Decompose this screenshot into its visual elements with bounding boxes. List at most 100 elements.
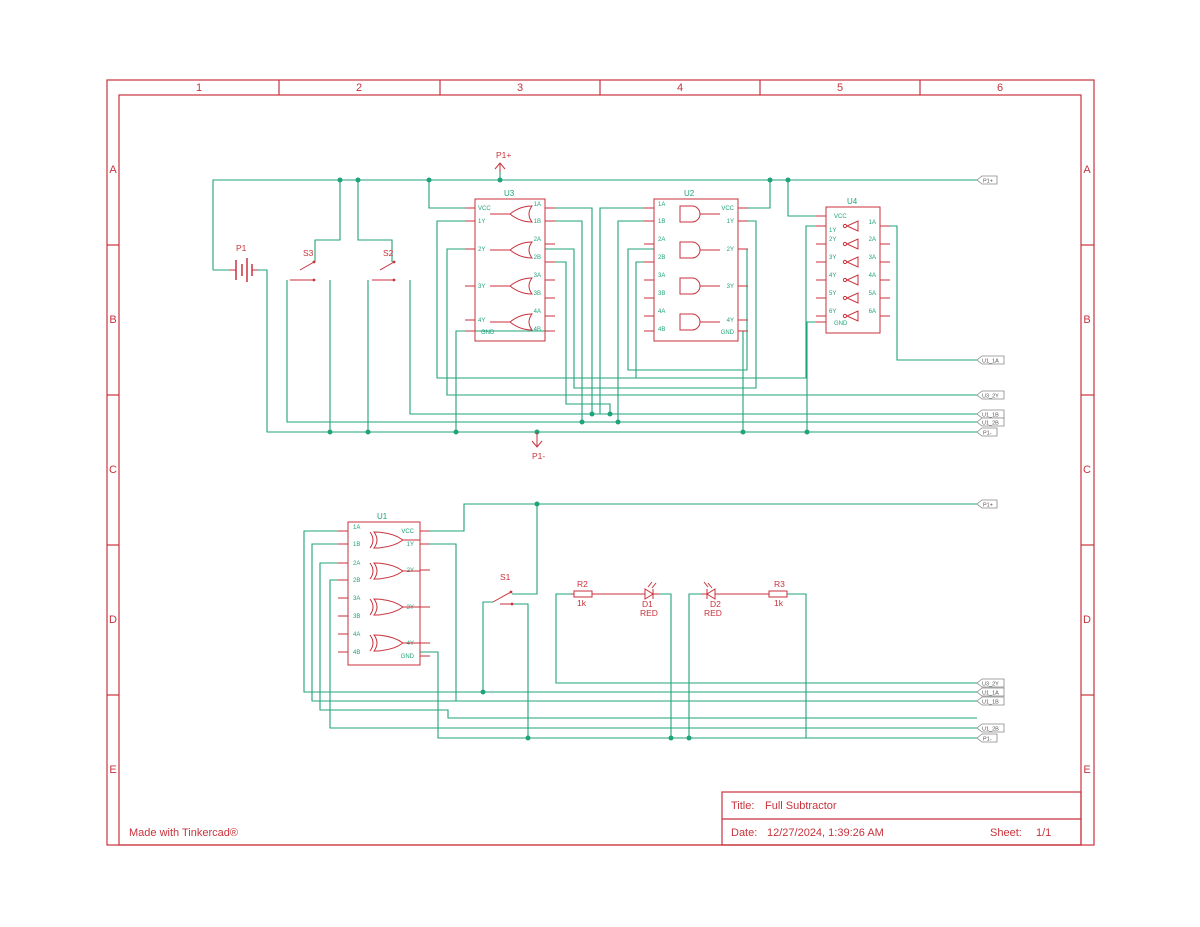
- resistor-value: 1k: [774, 598, 784, 608]
- date-value: 12/27/2024, 1:39:26 AM: [767, 827, 884, 839]
- led-color: RED: [704, 608, 722, 618]
- top-junctions: [327, 177, 810, 435]
- chip-u4: U4 VCC 1Y 2Y 3Y 4Y 5Y 6Y GND 1A 2A 3A 4A…: [816, 197, 890, 334]
- net-port: P1-: [976, 427, 998, 437]
- chip-label-u4: U4: [847, 197, 858, 206]
- sheet-frame: [106, 79, 1095, 846]
- net-port: U1_1B: [976, 409, 1005, 419]
- u4-pin: 5A: [869, 291, 876, 297]
- chip-label-u1: U1: [377, 512, 388, 521]
- u3-pin: 3B: [534, 291, 541, 297]
- u4-pin: 3A: [869, 255, 876, 261]
- column-label: 2: [356, 82, 362, 94]
- u3-pin: 1Y: [478, 219, 485, 225]
- switch-s1: S1: [492, 572, 514, 606]
- u2-pin: 3B: [658, 291, 665, 297]
- resistor-r2: R2 1k: [571, 579, 600, 608]
- u3-pin: VCC: [478, 206, 491, 212]
- column-label: 1: [196, 82, 202, 94]
- net-port: U3_2Y: [976, 390, 1005, 400]
- u3-pin: GND: [481, 330, 495, 336]
- battery-label: P1: [236, 243, 247, 253]
- power-plus-symbol: P1+: [494, 150, 511, 172]
- power-plus-label: P1+: [496, 150, 511, 160]
- u2-pin: 3Y: [727, 284, 734, 290]
- row-label: C: [109, 464, 117, 476]
- row-label: D: [1083, 614, 1091, 626]
- u2-pin: VCC: [721, 206, 734, 212]
- u2-pin: 1Y: [727, 219, 734, 225]
- net-port: U1_1B: [976, 696, 1005, 706]
- net-port: U1_2B: [976, 417, 1005, 427]
- u1-pin: 4B: [353, 650, 360, 656]
- u4-pin: 6A: [869, 309, 876, 315]
- u2-pin: 2B: [658, 255, 665, 261]
- u4-pin: 1A: [869, 220, 876, 226]
- u4-pin: GND: [834, 321, 848, 327]
- u4-pin: 6Y: [829, 309, 836, 315]
- net-port: P1-: [976, 733, 998, 743]
- column-label: 4: [677, 82, 683, 94]
- u3-pin: 2B: [534, 255, 541, 261]
- power-minus-label: P1-: [532, 451, 545, 461]
- u1-pin: 4A: [353, 632, 360, 638]
- row-labels: A B C D E A B C D E: [109, 164, 1091, 776]
- net-port: P1+: [976, 175, 998, 185]
- led-label: D1: [642, 599, 653, 609]
- row-label: B: [1083, 314, 1090, 326]
- row-label: D: [109, 614, 117, 626]
- u4-pin: 4Y: [829, 273, 836, 279]
- bottom-junctions: [480, 501, 692, 741]
- title-value: Full Subtractor: [765, 800, 837, 812]
- u2-pin: 1A: [658, 202, 665, 208]
- resistor-label: R2: [577, 579, 588, 589]
- svg-text:U1_1A: U1_1A: [982, 359, 999, 365]
- u4-pin: 2A: [869, 237, 876, 243]
- date-label: Date:: [731, 827, 757, 839]
- u1-pin: 4Y: [407, 641, 414, 647]
- led-d1: D1 RED: [600, 581, 659, 618]
- top-wires: [212, 170, 977, 433]
- chip-u3: U3 VCC 1Y 2Y 3Y 4Y GND 1A 1B 2A 2B 3A 3B…: [465, 189, 555, 342]
- switch-label: S1: [500, 572, 511, 582]
- u3-pin: 1B: [534, 219, 541, 225]
- net-port: U1_2B: [976, 723, 1005, 733]
- power-minus-symbol: P1-: [531, 432, 545, 461]
- sheet-label: Sheet:: [990, 827, 1022, 839]
- top-net-ports: P1+ U1_1A U3_2Y U1_1B U1_2B P1-: [976, 175, 1005, 437]
- u2-pin: GND: [721, 330, 735, 336]
- bottom-wires: [303, 503, 977, 739]
- svg-text:P1-: P1-: [983, 431, 992, 437]
- u4-pin: 4A: [869, 273, 876, 279]
- u2-pin: 1B: [658, 219, 665, 225]
- u1-pin: GND: [401, 654, 415, 660]
- u3-pin: 4B: [534, 327, 541, 333]
- u2-pin: 2Y: [727, 247, 734, 253]
- u3-pin: 4Y: [478, 318, 485, 324]
- battery-p1: P1: [230, 243, 258, 282]
- u3-pin: 2Y: [478, 247, 485, 253]
- u1-pin: VCC: [401, 529, 414, 535]
- net-port: P1+: [976, 499, 998, 509]
- u1-pin: 1Y: [407, 542, 414, 548]
- sheet-value: 1/1: [1036, 827, 1051, 839]
- title-block: Title: Full Subtractor Date: 12/27/2024,…: [721, 791, 1082, 846]
- resistor-value: 1k: [577, 598, 587, 608]
- u1-pin: 1A: [353, 525, 360, 531]
- svg-text:P1+: P1+: [983, 503, 993, 509]
- chip-u1: U1 1A 1B 2A 2B 3A 3B 4A 4B VCC 1Y 2Y 3Y …: [338, 512, 430, 666]
- row-label: A: [109, 164, 117, 176]
- u1-pin: 3B: [353, 614, 360, 620]
- title-label: Title:: [731, 800, 754, 812]
- u4-pin: 3Y: [829, 255, 836, 261]
- row-label: E: [109, 764, 116, 776]
- svg-text:U1_2B: U1_2B: [982, 727, 999, 733]
- column-label: 3: [517, 82, 523, 94]
- switch-label: S3: [303, 248, 314, 258]
- net-port: U1_1A: [976, 355, 1005, 365]
- led-color: RED: [640, 608, 658, 618]
- u2-pin: 4A: [658, 309, 665, 315]
- net-port: U1_1A: [976, 687, 1005, 697]
- bottom-net-ports: P1+ U3_2Y U1_1A U1_1B U1_2B P1-: [976, 499, 1005, 743]
- row-label: A: [1083, 164, 1091, 176]
